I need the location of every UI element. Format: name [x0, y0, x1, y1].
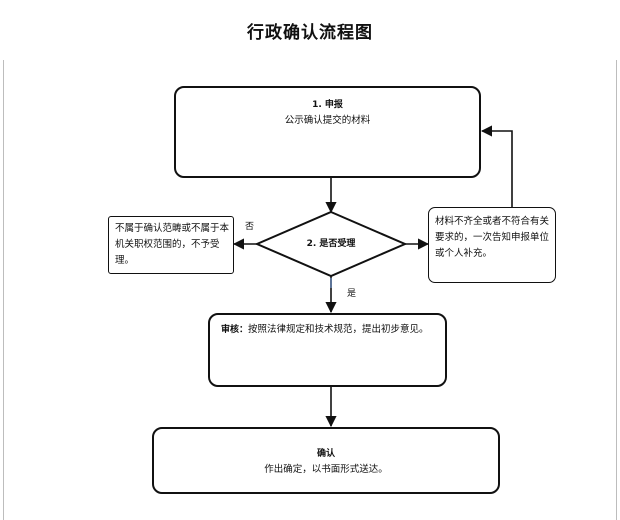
page-frame-left	[3, 60, 4, 520]
decision-diamond	[254, 210, 408, 278]
review-text: 按照法律规定和技术规范，提出初步意见。	[248, 324, 429, 335]
branch-no-label: 否	[245, 222, 255, 232]
confirm-description: 作出确定，以书面形式送达。	[264, 464, 388, 475]
review-label: 审核：	[221, 325, 249, 335]
reject-box: 不属于确认范畴或不属于本机关职权范围的，不予受理。	[108, 216, 234, 274]
decision-label: 2. 是否受理	[306, 239, 356, 249]
supplement-text: 材料不齐全或者不符合有关要求的，一次告知申报单位或个人补充。	[435, 216, 550, 259]
apply-description: 公示确认提交的材料	[284, 115, 371, 126]
review-box: 审核：按照法律规定和技术规范，提出初步意见。	[208, 313, 447, 387]
apply-box: 1. 申报 公示确认提交的材料	[174, 86, 481, 178]
page-frame-right	[616, 60, 617, 520]
confirm-heading: 确认	[316, 449, 335, 459]
reject-text: 不属于确认范畴或不属于本机关职权范围的，不予受理。	[115, 223, 230, 266]
supplement-box: 材料不齐全或者不符合有关要求的，一次告知申报单位或个人补充。	[428, 207, 556, 283]
branch-yes-label: 是	[347, 289, 357, 299]
page-title: 行政确认流程图	[247, 23, 373, 43]
arrow-supplement-to-apply	[480, 125, 513, 207]
review-line: 审核：按照法律规定和技术规范，提出初步意见。	[221, 322, 443, 338]
apply-heading: 1. 申报	[312, 100, 343, 110]
confirm-box: 确认 作出确定，以书面形式送达。	[152, 427, 500, 494]
